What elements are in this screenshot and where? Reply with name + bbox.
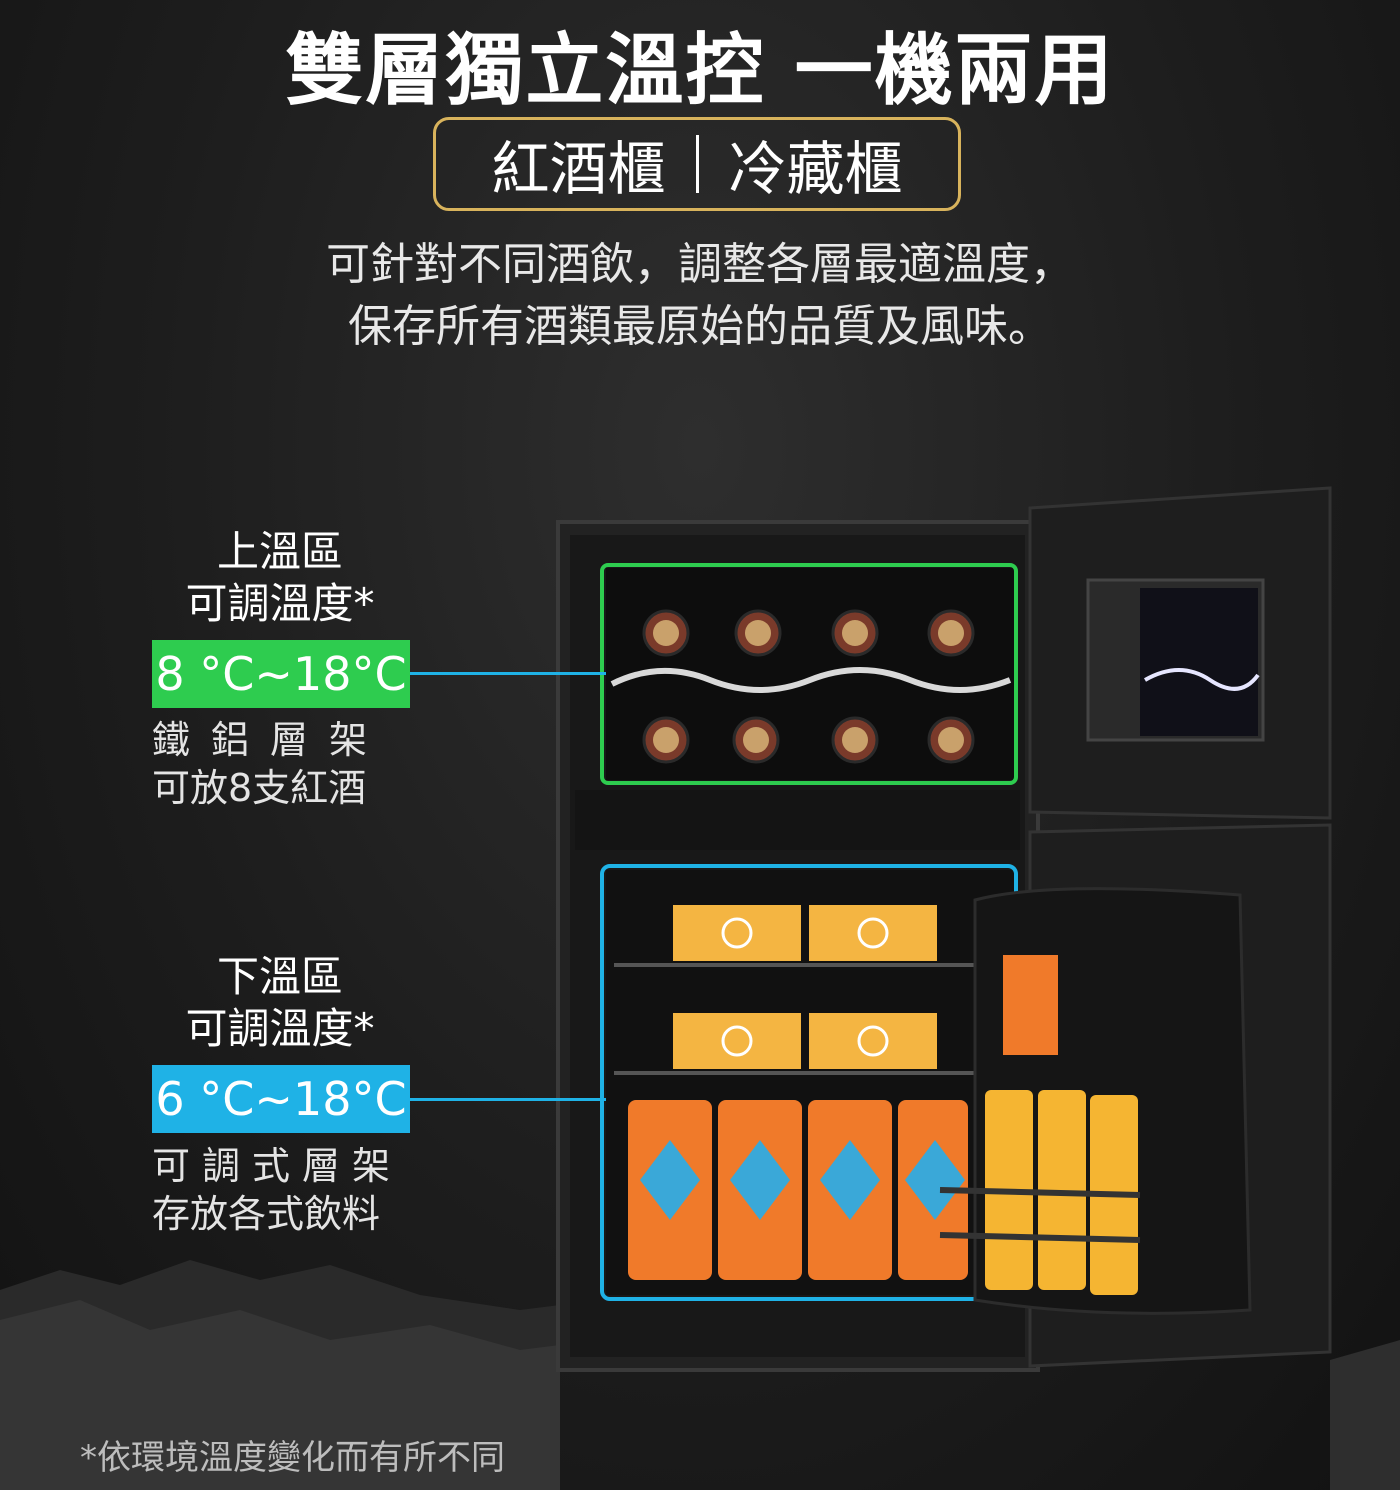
upper-temperature-badge: 8 °C~18°C: [152, 640, 410, 708]
upper-feature-1: 鐵鋁層架: [152, 717, 412, 763]
lower-zone-label: 可調溫度*: [185, 1004, 375, 1053]
wine-bottles: [642, 609, 975, 764]
drink-boxes: [673, 905, 937, 1069]
footnote: *依環境溫度變化而有所不同: [80, 1438, 505, 1478]
badge-fridge-label: 冷藏櫃: [728, 135, 903, 203]
lower-feature-1: 可調式層架: [152, 1143, 412, 1189]
description-line-2: 保存所有酒類最原始的品質及風味。: [348, 301, 1052, 352]
page-title: 雙層獨立溫控 一機兩用: [285, 26, 1115, 116]
badge-wine-label: 紅酒櫃: [491, 135, 666, 203]
upper-feature-2: 可放8支紅酒: [152, 766, 367, 810]
badge-divider: [695, 135, 699, 193]
lower-feature-2: 存放各式飲料: [152, 1192, 381, 1236]
lower-temperature-badge: 6 °C~18°C: [152, 1065, 410, 1133]
mountain-ridge: [0, 1260, 1400, 1490]
lower-connector-line: [410, 1098, 606, 1101]
upper-zone-name: 上溫區: [216, 527, 343, 576]
upper-zone-label: 可調溫度*: [185, 579, 375, 628]
upper-feature-1-text: 鐵鋁層架: [152, 718, 389, 762]
upper-connector-line: [410, 672, 606, 675]
lower-feature-1-text: 可調式層架: [152, 1144, 403, 1188]
description-line-1: 可針對不同酒飲，調整各層最適溫度，: [326, 239, 1074, 290]
fridge-illustration: [556, 486, 1332, 1372]
type-badge: 紅酒櫃 冷藏櫃: [433, 117, 961, 211]
drink-cans: [628, 1100, 968, 1280]
wire-shelf: [610, 667, 1012, 693]
lower-zone-name: 下溫區: [216, 952, 343, 1001]
